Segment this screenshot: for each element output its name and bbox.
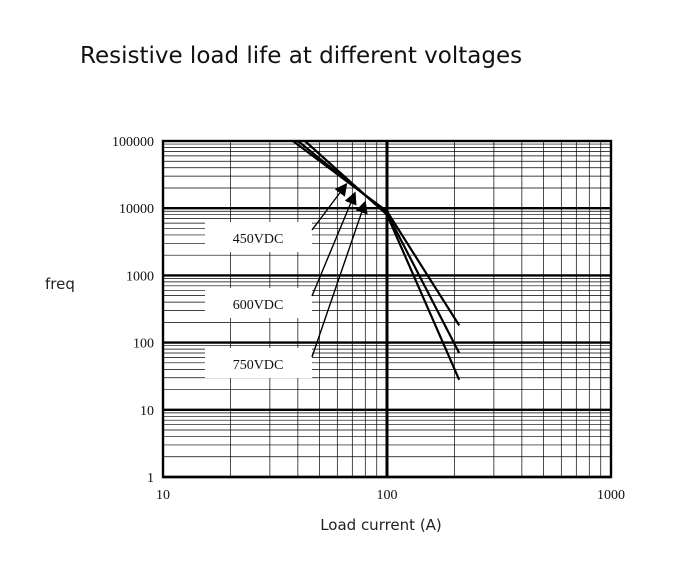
x-axis-label: Load current (A) xyxy=(320,516,442,534)
series-lines xyxy=(292,140,461,381)
annotation-label: 600VDC xyxy=(233,298,284,313)
x-tick-label: 100 xyxy=(377,488,398,503)
annotation-label: 450VDC xyxy=(233,232,284,247)
annotation-label-box xyxy=(205,288,312,318)
y-tick-label: 1000 xyxy=(126,269,154,284)
annotation-label: 750VDC xyxy=(233,358,284,373)
annotation-arrow xyxy=(311,191,357,297)
x-tick-label: 1000 xyxy=(597,488,625,503)
y-tick-label: 10 xyxy=(140,404,154,419)
y-tick-label: 1 xyxy=(147,471,154,486)
annotation-label-box xyxy=(205,348,312,378)
y-axis-label: freq xyxy=(45,275,75,293)
series-line xyxy=(304,140,461,381)
x-tick-label: 10 xyxy=(156,488,170,503)
series-line xyxy=(297,140,461,354)
annotations: 450VDC 600VDC 750VDC xyxy=(205,182,368,378)
y-tick-label: 100 xyxy=(133,337,154,352)
series-line xyxy=(292,140,461,326)
annotation-arrow xyxy=(311,200,368,358)
plot-border xyxy=(161,139,613,479)
y-tick-label: 10000 xyxy=(119,202,154,217)
chart-title: Resistive load life at different voltage… xyxy=(80,43,522,69)
annotation-arrow xyxy=(311,182,348,231)
annotation-label-box xyxy=(205,222,312,252)
y-tick-label: 100000 xyxy=(112,135,154,150)
